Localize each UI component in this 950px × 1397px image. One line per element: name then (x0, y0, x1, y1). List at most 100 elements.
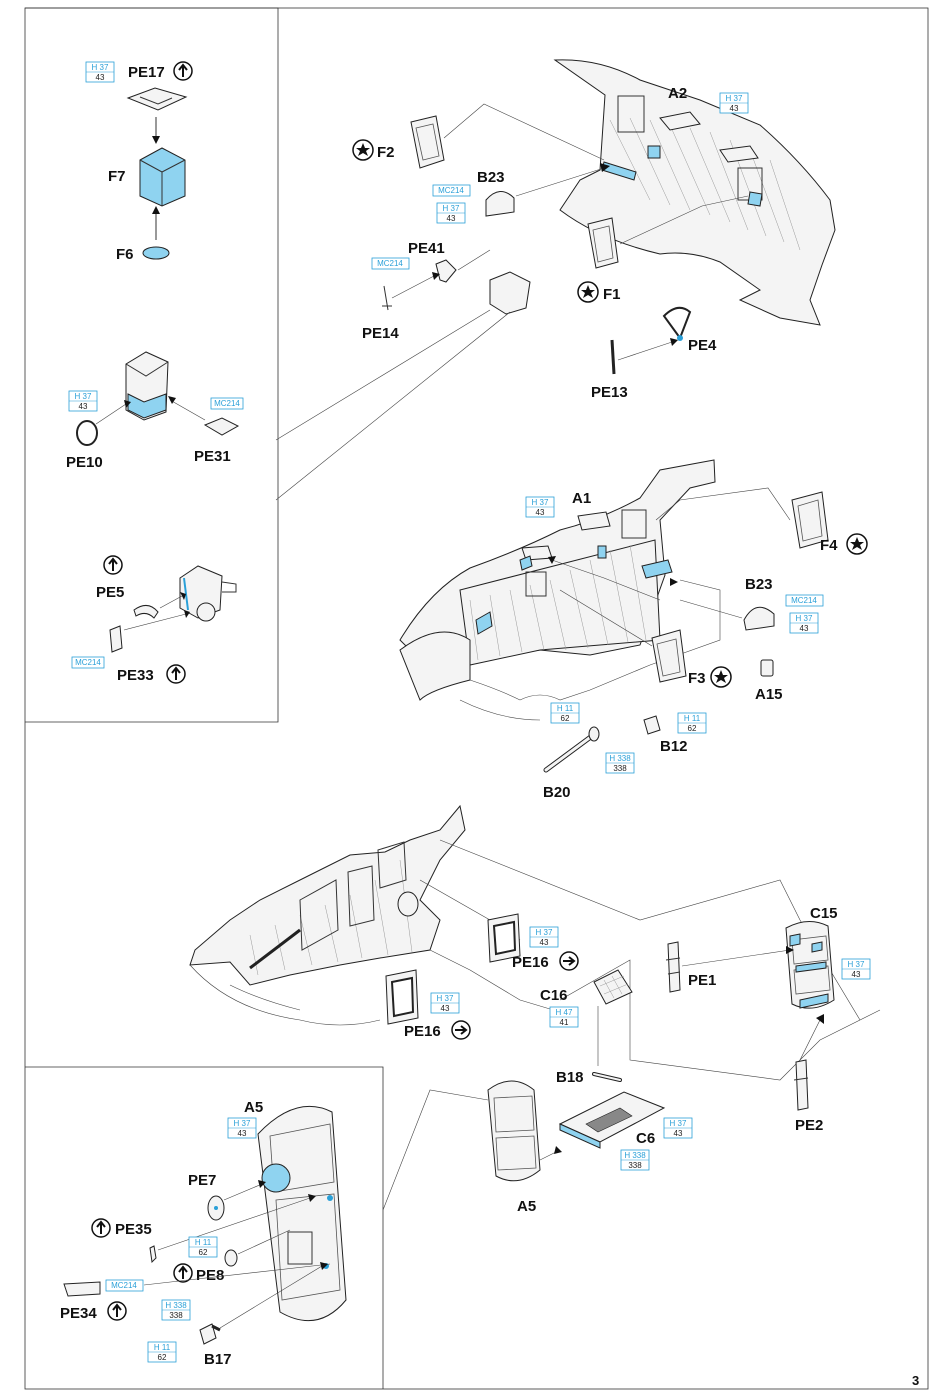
svg-text:MC214: MC214 (111, 1281, 137, 1290)
part-b23-mid (743, 606, 775, 631)
svg-text:338: 338 (169, 1311, 183, 1320)
label-pe5: PE5 (96, 584, 124, 601)
circled-up-arrow-icon (166, 664, 186, 684)
svg-text:43: 43 (852, 970, 861, 979)
part-pe10 (76, 420, 98, 446)
part-pe14 (382, 285, 392, 311)
color-callout-pe33: MC214 (71, 656, 105, 669)
svg-text:H 37: H 37 (234, 1119, 251, 1128)
label-b20: B20 (543, 784, 571, 801)
label-pe16-b: PE16 (404, 1023, 441, 1040)
color-callout-pe34: MC214 (105, 1279, 144, 1292)
part-pe34 (63, 1281, 101, 1297)
part-pe2 (795, 1059, 809, 1111)
svg-text:43: 43 (674, 1129, 683, 1138)
svg-text:H 37: H 37 (75, 392, 92, 401)
svg-text:338: 338 (628, 1161, 642, 1170)
inset-box-bottom-left (25, 1066, 384, 1389)
color-callout-c15: H 37 43 (841, 958, 871, 980)
svg-text:H 37: H 37 (848, 960, 865, 969)
svg-text:H 47: H 47 (556, 1008, 573, 1017)
color-callout-pe16-b: H 37 43 (430, 992, 460, 1014)
color-callout-b23-mid-h: H 37 43 (789, 612, 819, 634)
color-callout-b23-top-mc: MC214 (432, 184, 471, 197)
svg-text:43: 43 (800, 624, 809, 633)
circled-right-arrow-icon (559, 951, 579, 971)
fuselage-interior-rear (189, 804, 466, 986)
color-callout-a5: H 37 43 (227, 1117, 257, 1139)
label-f4: F4 (820, 537, 838, 554)
part-pe41 (435, 259, 457, 283)
page-number: 3 (912, 1373, 919, 1388)
label-a1: A1 (572, 490, 591, 507)
part-b23-top (485, 191, 515, 217)
part-pe1 (667, 941, 681, 993)
color-callout-c6-h37: H 37 43 (663, 1117, 693, 1139)
svg-text:43: 43 (447, 214, 456, 223)
svg-text:43: 43 (238, 1129, 247, 1138)
circled-star-icon (846, 533, 868, 555)
label-pe7: PE7 (188, 1172, 216, 1189)
label-pe31: PE31 (194, 448, 231, 465)
color-callout-b20: H 11 62 (550, 702, 580, 724)
svg-text:MC214: MC214 (791, 596, 817, 605)
color-callout-b23-mid-mc: MC214 (785, 594, 824, 607)
circled-up-arrow-icon (103, 555, 123, 575)
circled-star-icon (577, 281, 599, 303)
color-callout-a1: H 37 43 (525, 496, 555, 518)
svg-text:H 11: H 11 (684, 714, 701, 723)
color-callout-b20-rod: H 338 338 (605, 752, 635, 774)
label-b23-top: B23 (477, 169, 505, 186)
label-c16: C16 (540, 987, 568, 1004)
label-a5-center: A5 (517, 1198, 536, 1215)
part-pe17 (126, 87, 188, 111)
circled-up-arrow-icon (107, 1301, 127, 1321)
part-pe35 (149, 1245, 157, 1264)
label-pe4: PE4 (688, 337, 717, 354)
svg-text:62: 62 (158, 1353, 167, 1362)
svg-text:H 338: H 338 (165, 1301, 187, 1310)
part-pe31 (203, 417, 240, 436)
label-pe10: PE10 (66, 454, 103, 471)
svg-text:H 338: H 338 (624, 1151, 646, 1160)
part-pe4 (662, 306, 692, 341)
color-callout-b17-h338: H 338 338 (161, 1299, 191, 1321)
svg-text:MC214: MC214 (214, 399, 240, 408)
part-pe5 (133, 605, 159, 619)
circled-star-icon (352, 139, 374, 161)
fuselage-half-a2 (553, 59, 836, 326)
svg-text:43: 43 (730, 104, 739, 113)
part-pe8 (224, 1249, 238, 1267)
svg-text:62: 62 (561, 714, 570, 723)
label-pe1: PE1 (688, 972, 716, 989)
label-pe35: PE35 (115, 1221, 152, 1238)
part-f1 (587, 217, 619, 269)
svg-text:H 338: H 338 (609, 754, 631, 763)
label-c6: C6 (636, 1130, 655, 1147)
label-pe16-a: PE16 (512, 954, 549, 971)
label-b23-mid: B23 (745, 576, 773, 593)
svg-text:H 37: H 37 (536, 928, 553, 937)
part-b12 (643, 715, 661, 735)
svg-text:MC214: MC214 (438, 186, 464, 195)
label-f7: F7 (108, 168, 126, 185)
svg-text:H 37: H 37 (443, 204, 460, 213)
color-callout-b23-top-h: H 37 43 (436, 202, 466, 224)
svg-text:H 37: H 37 (726, 94, 743, 103)
svg-text:H 37: H 37 (796, 614, 813, 623)
circled-up-arrow-icon (173, 61, 193, 81)
part-a15 (760, 659, 774, 677)
label-a5-inset: A5 (244, 1099, 263, 1116)
color-callout-pe31: MC214 (210, 397, 244, 410)
part-a5-inset (257, 1105, 347, 1321)
part-c16 (593, 969, 633, 1005)
svg-text:H 37: H 37 (670, 1119, 687, 1128)
page-border (24, 7, 929, 1390)
svg-text:H 11: H 11 (195, 1238, 212, 1247)
label-pe14: PE14 (362, 325, 399, 342)
part-camera-mount (489, 271, 531, 315)
label-pe33: PE33 (117, 667, 154, 684)
label-pe2: PE2 (795, 1117, 823, 1134)
color-callout-pe16-a: H 37 43 (529, 926, 559, 948)
